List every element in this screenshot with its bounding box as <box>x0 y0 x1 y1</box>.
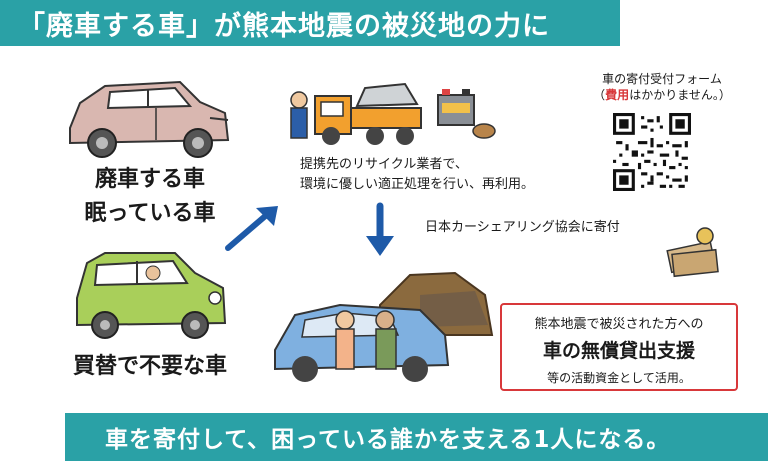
support-line2: 車の無償貸出支援 <box>542 340 695 362</box>
scrap-car-line2: 眠っている車 <box>84 201 216 226</box>
unneeded-car-label: 買替で不要な車 <box>55 350 245 384</box>
recycle-text: 提携先のリサイクル業者で、 環境に優しい適正処理を行い、再利用。 <box>300 155 570 195</box>
recycle-line2: 環境に優しい適正処理を行い、再利用。 <box>300 177 535 192</box>
header-banner: 「廃車する車」が熊本地震の被災地の力に <box>0 0 620 46</box>
form-note: （費用はかかりません。） <box>572 86 752 103</box>
donate-text: 日本カーシェアリング協会に寄付 <box>425 220 620 235</box>
money-icon <box>666 227 719 278</box>
form-title-text: 車の寄付受付フォーム <box>602 72 722 86</box>
support-line1: 熊本地震で被災された方への <box>534 317 704 332</box>
form-note-rest: はかかりません。） <box>629 88 731 102</box>
donate-label: 日本カーシェアリング協会に寄付 <box>425 218 655 238</box>
form-note-open: （ <box>593 88 606 102</box>
qr-code[interactable] <box>613 113 691 191</box>
banner-title: 「廃車する車」が熊本地震の被災地の力に <box>18 10 550 42</box>
scrap-car-line1: 廃車する車 <box>94 167 205 192</box>
support-line3: 等の活動資金として活用。 <box>547 371 691 385</box>
parts-illustration <box>437 89 496 139</box>
footer-slogan: 車を寄付して、困っている誰かを支える1人になる。 <box>105 427 671 453</box>
arrow-down-icon <box>366 202 394 256</box>
recycle-line1: 提携先のリサイクル業者で、 <box>300 157 468 172</box>
scrap-car-label: 廃車する車 眠っている車 <box>55 163 245 231</box>
arrow-up-right-icon <box>225 206 278 251</box>
scrap-car-illustration <box>69 80 230 158</box>
footer-banner: 車を寄付して、困っている誰かを支える1人になる。 <box>65 413 768 461</box>
form-title: 車の寄付受付フォーム <box>572 70 752 87</box>
green-car-illustration <box>76 252 227 339</box>
form-note-red: 費用 <box>605 88 630 102</box>
tow-truck-illustration <box>290 82 422 145</box>
support-box: 熊本地震で被災された方への 車の無償貸出支援 等の活動資金として活用。 <box>500 303 738 391</box>
unneeded-car-text: 買替で不要な車 <box>72 354 227 379</box>
disaster-scene-illustration <box>274 271 494 382</box>
